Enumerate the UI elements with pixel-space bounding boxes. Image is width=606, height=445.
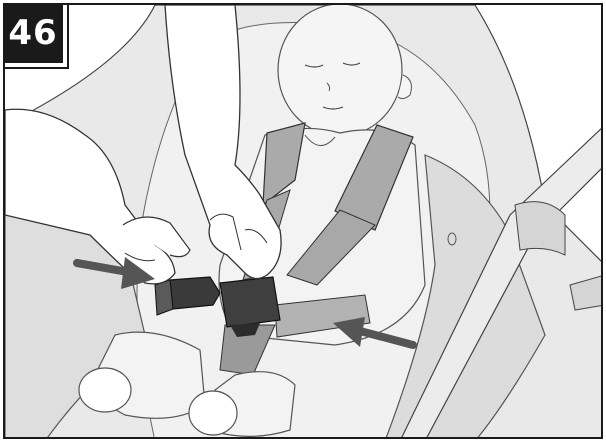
step-badge: 46 — [3, 3, 69, 69]
buckle-clip-left — [170, 277, 220, 309]
step-number: 46 — [3, 3, 63, 63]
baby-head — [278, 5, 402, 136]
baby-foot-right — [189, 391, 237, 435]
baby-foot-left — [79, 368, 131, 412]
buckle-receiver — [220, 277, 280, 327]
illustration-frame: 46 — [3, 3, 603, 439]
harness-illustration — [5, 5, 603, 439]
